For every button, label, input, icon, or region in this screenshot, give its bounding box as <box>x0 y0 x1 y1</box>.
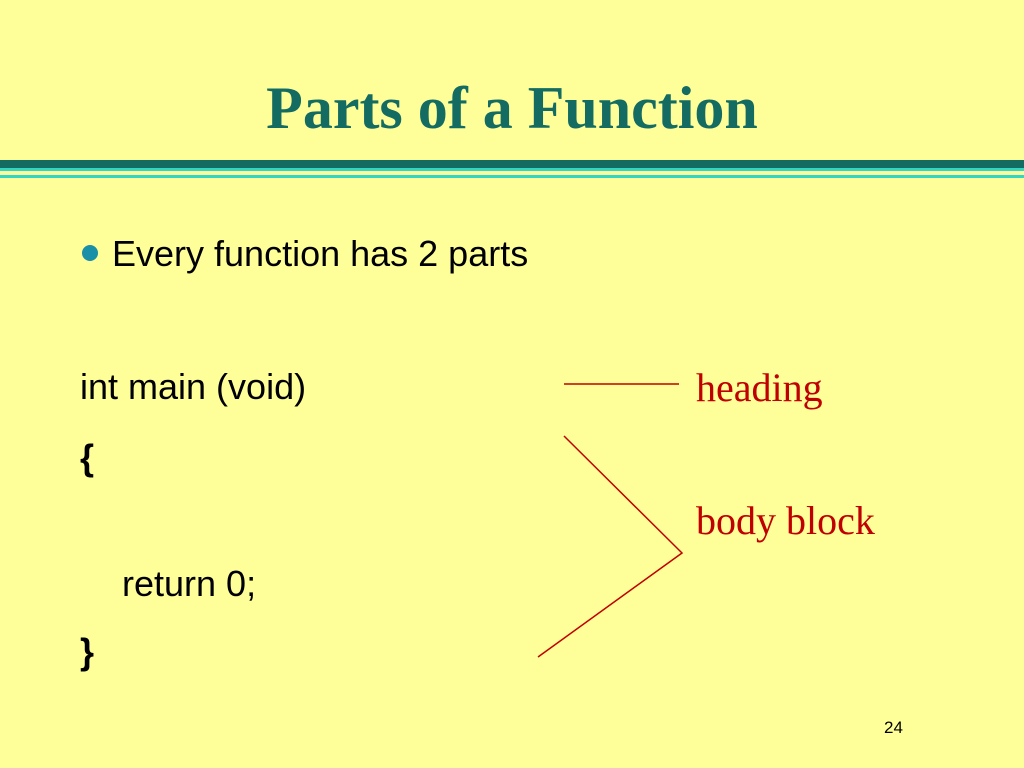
title-divider-accent <box>0 168 1024 171</box>
code-line-return: return 0; <box>122 563 257 604</box>
slide-title: Parts of a Function <box>266 75 758 141</box>
code-open-brace: { <box>80 437 95 478</box>
bullet-item: Every function has 2 parts <box>82 236 528 272</box>
bullet-text: Every function has 2 parts <box>112 233 529 274</box>
title-divider <box>0 160 1024 168</box>
label-heading: heading <box>696 365 823 410</box>
body-block-bracket-line <box>537 435 684 658</box>
title-divider-gap <box>0 171 1024 175</box>
label-body-block: body block <box>696 498 875 543</box>
title-divider-accent-lower <box>0 175 1024 178</box>
slide-number: 24 <box>884 718 903 737</box>
code-line-heading: int main (void) <box>80 366 307 407</box>
bullet-dot-icon <box>82 245 98 262</box>
code-close-brace: } <box>80 631 95 672</box>
